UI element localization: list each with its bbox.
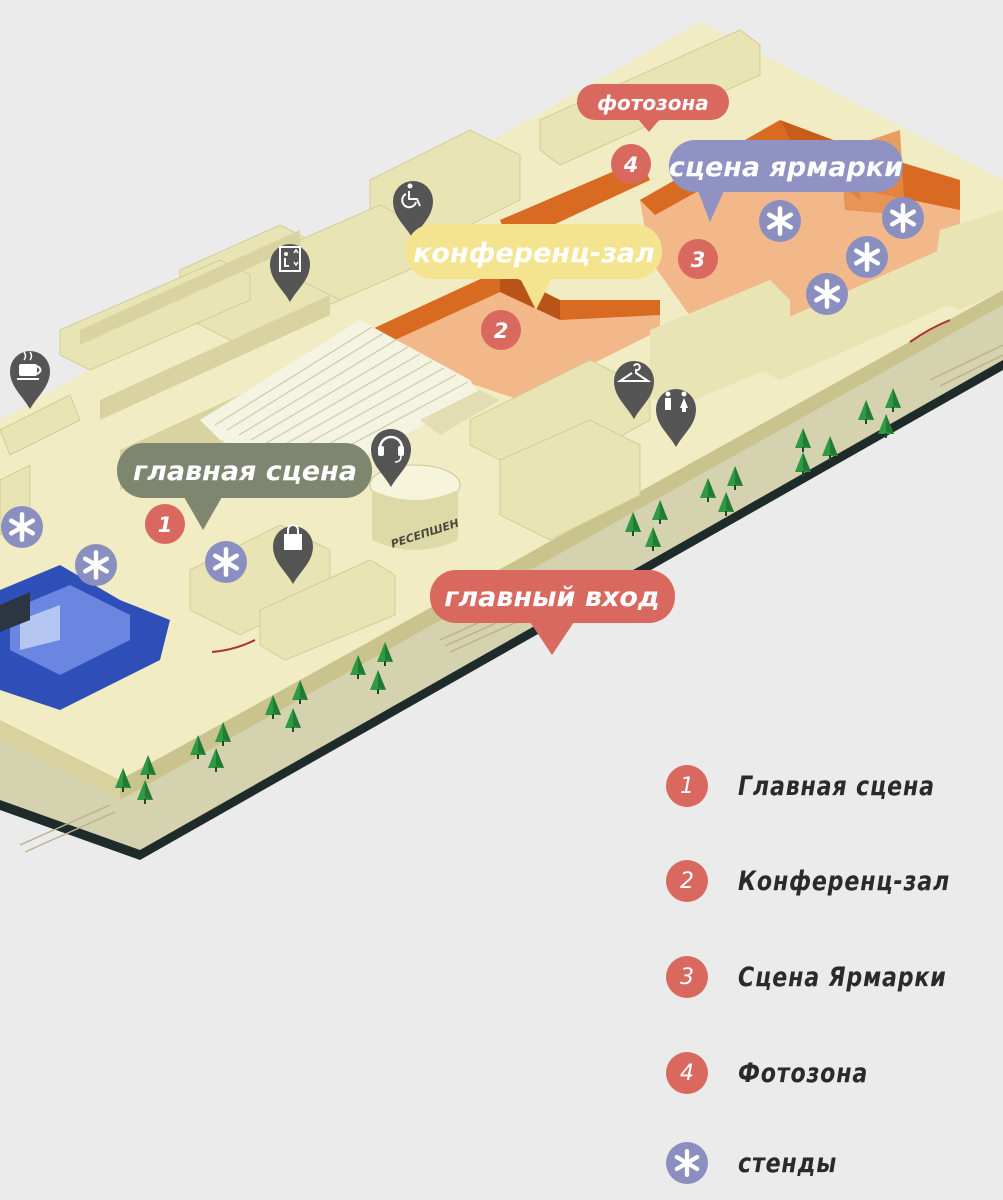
- legend-badge: 1: [666, 765, 708, 807]
- callout-fair-stage: сцена ярмарки: [669, 140, 903, 222]
- svg-text:главная сцена: главная сцена: [133, 456, 357, 487]
- svg-text:1: 1: [158, 513, 173, 537]
- callout-main-entrance: главный вход: [430, 570, 675, 655]
- legend-label: Главная сцена: [738, 770, 935, 802]
- legend-item-conference: 2 Конференц-зал: [666, 859, 997, 903]
- legend-label: Сцена Ярмарки: [738, 961, 947, 993]
- wheelchair-icon: [393, 181, 433, 239]
- water-feature: [0, 565, 170, 710]
- headphones-icon: [371, 429, 411, 487]
- svg-text:фотозона: фотозона: [597, 91, 709, 115]
- legend: 1 Главная сцена 2 Конференц-зал 3 Сцена …: [666, 758, 996, 1188]
- callout-photozone: фотозона: [577, 84, 729, 132]
- shopping-bag-icon: [273, 524, 313, 584]
- svg-text:главный вход: главный вход: [444, 582, 659, 613]
- stand-marker: [806, 273, 848, 315]
- stand-marker: [75, 544, 117, 586]
- reception-desk: РЕСЕПШЕН: [369, 464, 461, 551]
- svg-text:4: 4: [623, 153, 639, 177]
- legend-badge: 3: [666, 956, 708, 998]
- legend-label: стенды: [738, 1147, 838, 1179]
- legend-item-main-stage: 1 Главная сцена: [666, 764, 978, 808]
- legend-badge: 2: [666, 860, 708, 902]
- stand-markers: [1, 197, 924, 586]
- stand-marker: [882, 197, 924, 239]
- legend-item-photozone: 4 Фотозона: [666, 1051, 897, 1095]
- callout-main-stage: главная сцена: [117, 443, 372, 530]
- legend-item-fair-stage: 3 Сцена Ярмарки: [666, 955, 992, 999]
- elevator-icon: [270, 244, 310, 302]
- legend-badge: 4: [666, 1052, 708, 1094]
- restroom-icon: [656, 389, 696, 447]
- svg-text:сцена ярмарки: сцена ярмарки: [669, 152, 903, 183]
- coffee-icon: [10, 351, 50, 409]
- hanger-icon: [614, 361, 654, 419]
- svg-text:3: 3: [691, 248, 706, 272]
- service-pins: [10, 181, 696, 584]
- legend-item-stands: стенды: [666, 1141, 859, 1185]
- stand-marker: [1, 506, 43, 548]
- legend-label: Конференц-зал: [738, 865, 951, 897]
- zone-badge-photozone: 4: [611, 144, 651, 184]
- zone-badges: 1 2 3 4: [145, 144, 718, 544]
- callout-conference: конференц-зал: [406, 224, 662, 310]
- zone-badge-fair-stage: 3: [678, 239, 718, 279]
- asterisk-icon: [666, 1142, 708, 1184]
- zone-badge-main-stage: 1: [145, 504, 185, 544]
- stand-marker: [846, 236, 888, 278]
- stand-marker: [759, 200, 801, 242]
- grand-staircase: [200, 320, 500, 480]
- zone-badge-conference: 2: [481, 310, 521, 350]
- svg-text:конференц-зал: конференц-зал: [413, 238, 655, 269]
- svg-text:2: 2: [494, 319, 509, 343]
- right-wing: [650, 210, 1003, 410]
- rope-barriers: [211, 319, 951, 653]
- legend-label: Фотозона: [738, 1057, 869, 1089]
- stand-marker: [205, 541, 247, 583]
